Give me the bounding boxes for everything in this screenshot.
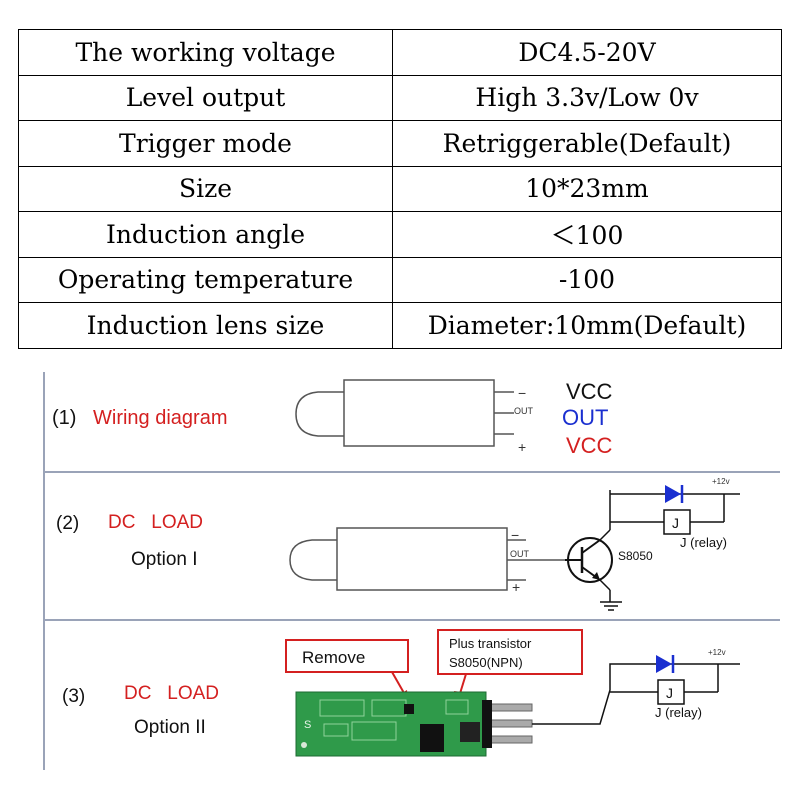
relay-label: J (relay) [655,705,702,720]
section-2-option: Option I [131,549,198,570]
vcc-bottom-label: VCC [566,433,613,458]
relay-box [663,509,691,535]
sensor-lens-icon [289,539,337,581]
relay-box [657,679,685,705]
remove-callout-label: Remove [302,648,365,667]
pin-out-label: OUT [510,549,530,559]
spec-value: ＜100 [392,211,782,258]
remove-callout [285,639,409,673]
board-silkscreen: S [304,719,311,731]
section-2-number: (2) [56,513,79,534]
pin-out-label: OUT [514,406,534,416]
sensor-body [336,527,508,591]
pcb-board [295,691,533,757]
spec-value: Retriggerable(Default) [392,120,782,167]
section-3-title: DC LOAD [124,683,219,704]
relay-box-label: J [666,685,673,701]
transistor-callout-line1: Plus transistor [449,636,532,651]
section-1: (1) Wiring diagram − OUT + VCC OUT VCC [52,379,613,458]
section-3-option: Option II [134,717,206,738]
vcc-top-label: VCC [566,379,613,404]
sensor-lens-icon [295,391,344,437]
spec-value: -100 [392,256,782,303]
spec-label: Operating temperature [18,256,393,303]
spec-value: Diameter:10mm(Default) [392,302,782,349]
spec-label: Induction angle [18,211,393,258]
sensor-body [343,379,495,447]
out-label: OUT [562,405,608,430]
pin-minus-label: − [511,527,519,543]
section-2-title: DC LOAD [108,512,203,533]
diode-icon [656,655,675,673]
spec-label: Size [18,165,393,212]
section-1-number: (1) [52,407,76,429]
pin-plus-label: + [512,579,520,595]
spec-label: The working voltage [18,29,393,76]
transistor-label: S8050 [618,549,653,563]
spec-value: DC4.5-20V [392,29,782,76]
section-3: (3) DC LOAD Option II Remove Plus transi… [62,629,740,757]
section-1-title: Wiring diagram [93,407,227,429]
relay-label: J (relay) [680,535,727,550]
spec-label: Level output [18,74,393,121]
spec-label: Trigger mode [18,120,393,167]
ground-icon [600,601,622,611]
section-2: (2) DC LOAD Option I − OUT + S8050 [56,477,740,611]
diode-icon [665,485,684,503]
supply-label: +12v [708,648,726,657]
spec-value: High 3.3v/Low 0v [392,74,782,121]
spec-row: Induction angle＜100 [18,211,782,258]
transistor-icon [565,490,613,602]
wiring-diagrams: (1) Wiring diagram − OUT + VCC OUT VCC (… [43,372,780,770]
section-3-number: (3) [62,686,85,707]
pin-plus-label: + [518,439,526,455]
pin-minus-label: − [518,385,526,401]
transistor-callout [437,629,583,675]
relay-box-label: J [672,515,679,531]
supply-wire [532,663,740,725]
spec-row: Operating temperature-100 [18,256,782,303]
spec-value: 10*23mm [392,165,782,212]
supply-label: +12v [712,477,730,486]
transistor-callout-line2: S8050(NPN) [449,655,523,670]
spec-label: Induction lens size [18,302,393,349]
